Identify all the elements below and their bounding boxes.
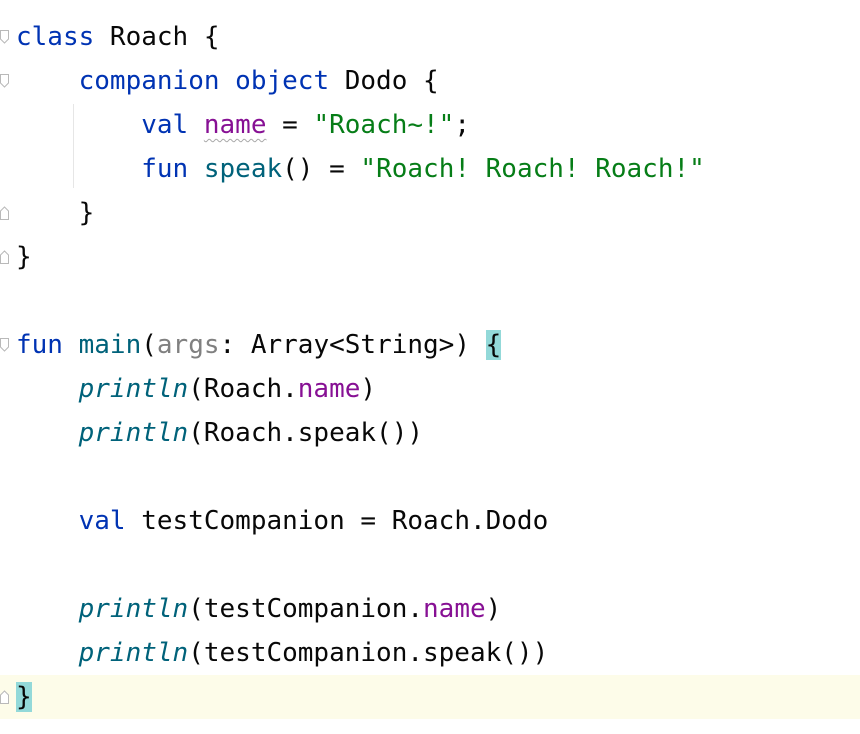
code-token: companion [78, 66, 220, 96]
code-token: speak [203, 154, 283, 184]
code-token: "Roach! Roach! Roach!" [360, 154, 705, 184]
code-token: } [16, 198, 95, 228]
code-token: (Roach.speak()) [188, 418, 424, 448]
code-token: } [16, 242, 32, 272]
code-text: println(testCompanion.name) [16, 587, 502, 631]
code-text: fun main(args: Array<String>) { [16, 323, 502, 367]
code-token: (testCompanion.speak()) [188, 638, 549, 668]
code-token [188, 110, 204, 140]
code-token: = [266, 110, 314, 140]
code-token: name [423, 594, 486, 624]
code-line[interactable]: val name = "Roach~!"; [0, 103, 860, 147]
code-token [63, 330, 79, 360]
code-line[interactable] [0, 455, 860, 499]
code-line[interactable]: companion object Dodo { [0, 59, 860, 103]
code-token [16, 66, 79, 96]
code-line-current[interactable]: } [0, 675, 860, 719]
code-line[interactable]: println(Roach.name) [0, 367, 860, 411]
code-token: class [16, 22, 95, 52]
code-token: (testCompanion. [188, 594, 424, 624]
code-text: val name = "Roach~!"; [16, 103, 470, 147]
code-text: class Roach { [16, 15, 220, 59]
code-line[interactable] [0, 543, 860, 587]
fold-close-icon[interactable] [0, 690, 9, 704]
fold-open-icon[interactable] [0, 30, 9, 44]
code-line[interactable]: } [0, 235, 860, 279]
code-token: main [78, 330, 142, 360]
code-token: { [485, 330, 502, 360]
code-text: } [16, 191, 95, 235]
code-text: val testCompanion = Roach.Dodo [16, 499, 549, 543]
code-token: () = [282, 154, 361, 184]
code-token: (Roach. [188, 374, 298, 404]
code-line[interactable]: val testCompanion = Roach.Dodo [0, 499, 860, 543]
code-token: println [78, 594, 189, 624]
code-token [16, 506, 79, 536]
code-line[interactable]: println(testCompanion.name) [0, 587, 860, 631]
code-text: println(testCompanion.speak()) [16, 631, 549, 675]
code-token: ; [454, 110, 470, 140]
fold-close-icon[interactable] [0, 206, 9, 220]
fold-open-icon[interactable] [0, 74, 9, 88]
code-line[interactable]: fun main(args: Array<String>) { [0, 323, 860, 367]
code-text: fun speak() = "Roach! Roach! Roach!" [16, 147, 705, 191]
code-token: ) [360, 374, 377, 404]
code-token: val [141, 110, 189, 140]
code-token: println [78, 418, 189, 448]
code-token [16, 418, 79, 448]
code-text: companion object Dodo { [16, 59, 439, 103]
fold-open-icon[interactable] [0, 338, 9, 352]
code-token: ( [141, 330, 157, 360]
code-token [16, 594, 79, 624]
code-token: } [16, 682, 32, 712]
code-text: } [16, 235, 32, 279]
code-token: name [203, 110, 267, 140]
code-line[interactable]: class Roach { [0, 15, 860, 59]
code-token: object [235, 66, 330, 96]
code-text: } [16, 675, 32, 719]
code-token: Roach { [94, 22, 220, 52]
code-text: println(Roach.speak()) [16, 411, 423, 455]
code-token [16, 110, 141, 140]
fold-close-icon[interactable] [0, 250, 9, 264]
code-line[interactable]: println(Roach.speak()) [0, 411, 860, 455]
code-line[interactable]: fun speak() = "Roach! Roach! Roach!" [0, 147, 860, 191]
code-token: println [78, 374, 189, 404]
code-line[interactable]: println(testCompanion.speak()) [0, 631, 860, 675]
code-token [16, 374, 79, 404]
code-token: Dodo { [329, 66, 439, 96]
code-line[interactable] [0, 279, 860, 323]
code-token [16, 154, 141, 184]
code-token: println [78, 638, 189, 668]
code-token [16, 638, 79, 668]
code-token [220, 66, 236, 96]
code-token: val [78, 506, 126, 536]
code-token: "Roach~!" [313, 110, 455, 140]
code-token: ) [485, 594, 502, 624]
code-token: fun [16, 330, 63, 360]
code-token: testCompanion = Roach.Dodo [125, 506, 549, 536]
code-token: name [297, 374, 361, 404]
code-token: fun [141, 154, 189, 184]
code-token [188, 154, 204, 184]
code-token: : Array<String>) [219, 330, 486, 360]
code-line[interactable]: } [0, 191, 860, 235]
code-token: args [156, 330, 220, 360]
indent-guide [73, 104, 74, 188]
code-text: println(Roach.name) [16, 367, 376, 411]
